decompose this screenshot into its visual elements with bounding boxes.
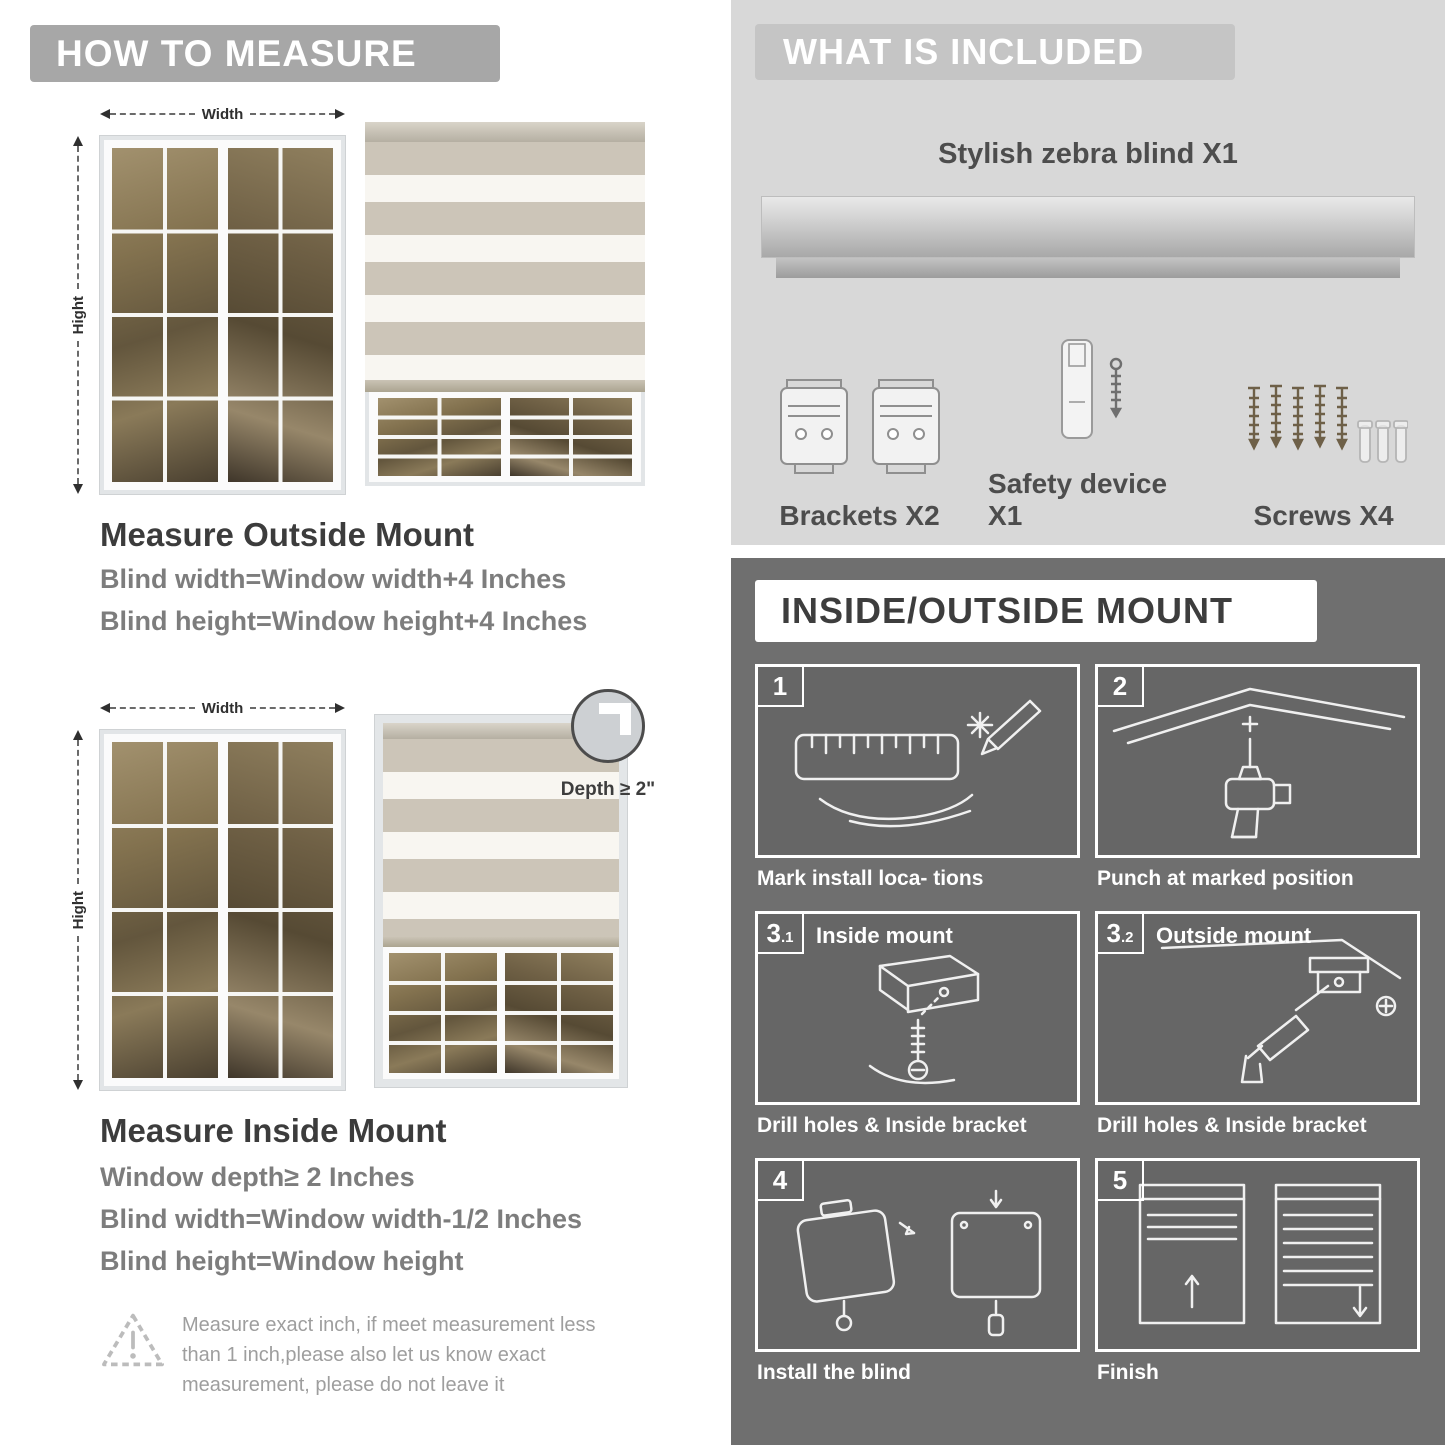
step-3-2-panel: 3.2 Outside mount [1095, 911, 1420, 1105]
inside-mount-line-2: Blind width=Window width-1/2 Inches [100, 1204, 583, 1234]
how-to-measure-section: HOW TO MEASURE Width Hight [0, 0, 720, 1445]
frame-corner-detail [599, 703, 631, 735]
screws-icon [1247, 384, 1408, 463]
step-1-caption: Mark install loca- tions [757, 867, 984, 890]
step-number: 3.1 [758, 914, 804, 954]
window-below-blind [365, 392, 645, 486]
inside-mount-line-1: Window depth≥ 2 Inches [100, 1162, 415, 1192]
step-4-panel: 4 [755, 1158, 1080, 1352]
window-illustration [100, 730, 345, 1090]
height-arrow: Hight [69, 136, 87, 495]
step-4-caption: Install the blind [757, 1361, 912, 1384]
step-4: 4 [755, 1158, 1080, 1385]
step-3-2: 3.2 Outside mount [1095, 911, 1420, 1138]
arrow-head-icon [335, 703, 346, 713]
finished-blinds-icon [1138, 1183, 1382, 1325]
depth-callout-label: Depth ≥ 2" [560, 779, 656, 800]
step-3-1: 3.1 Inside mount [755, 911, 1080, 1138]
step-1-panel: 1 [755, 664, 1080, 858]
step-3-1-caption: Drill holes & Inside bracket [757, 1114, 1027, 1137]
width-label: Width [201, 105, 244, 123]
step-3-1-title: Inside mount [816, 923, 953, 948]
width-label: Width [201, 699, 244, 717]
depth-magnifier-icon [571, 689, 645, 763]
window-sash [227, 148, 333, 482]
inside-bracket-screw-icon [868, 954, 980, 1085]
mount-steps-grid: 1 Mark install loca- tions [755, 664, 1420, 1385]
zebra-stripes [365, 142, 645, 380]
height-label: Hight [69, 890, 87, 930]
headrail-illustration [761, 196, 1415, 278]
screws-label: Screws X4 [1253, 500, 1394, 531]
screws-item: Screws X4 [1202, 320, 1445, 532]
window-frame [375, 715, 627, 1087]
arrow-head-icon [73, 730, 83, 740]
drill-icon [1112, 687, 1406, 839]
step-3-1-panel: 3.1 Inside mount [755, 911, 1080, 1105]
height-arrow: Hight [69, 730, 87, 1091]
blind-bottom-rail [365, 380, 645, 392]
step-number: 5 [1098, 1161, 1144, 1201]
step-5: 5 Finish [1095, 1158, 1420, 1385]
step-number: 3.2 [1098, 914, 1144, 954]
outside-mount-title: Measure Outside Mount [100, 516, 475, 553]
install-blind-icon [796, 1189, 1042, 1337]
outside-bracket-drill-icon [1160, 938, 1402, 1084]
height-label: Hight [69, 295, 87, 335]
arrow-head-icon [73, 136, 83, 146]
step-number: 1 [758, 667, 804, 707]
brackets-icon [779, 379, 940, 474]
arrow-head-icon [100, 703, 110, 713]
step-1: 1 Mark install loca- tions [755, 664, 1080, 891]
outside-mount-window-figure: Width Hight [69, 105, 346, 495]
ruler-marking-icon [794, 699, 1042, 828]
inside-mount-line-3: Blind height=Window height [100, 1246, 464, 1276]
step-5-panel: 5 [1095, 1158, 1420, 1352]
inside-mount-title: Measure Inside Mount [100, 1112, 447, 1149]
measurement-warning: Measure exact inch, if meet measurement … [100, 1310, 630, 1400]
included-items: Brackets X2 [731, 320, 1445, 532]
blind-quantity-label: Stylish zebra blind X1 [938, 138, 1238, 170]
outside-mount-line-1: Blind width=Window width+4 Inches [100, 564, 567, 594]
arrow-head-icon [73, 484, 83, 495]
mount-guide-section: INSIDE/OUTSIDE MOUNT 1 [731, 558, 1445, 1445]
step-number: 4 [758, 1161, 804, 1201]
window-below-blind [383, 947, 619, 1079]
blind-valance [383, 723, 619, 739]
right-column: WHAT IS INCLUDED Stylish zebra blind X1 [731, 0, 1445, 1445]
width-arrow: Width [100, 105, 346, 123]
safety-device-label: Safety device X1 [988, 468, 1168, 531]
brackets-label: Brackets X2 [779, 500, 940, 531]
inside-mount-window-figure: Width Hight [69, 699, 346, 1091]
how-to-measure-header: HOW TO MEASURE [30, 25, 500, 82]
window-sash [112, 148, 218, 482]
outside-mount-line-2: Blind height=Window height+4 Inches [100, 606, 588, 636]
warning-text: Measure exact inch, if meet measurement … [182, 1314, 596, 1396]
step-2-panel: 2 [1095, 664, 1420, 858]
step-3-2-title: Outside mount [1156, 923, 1312, 948]
warning-triangle-icon [102, 1313, 164, 1367]
outside-mount-blind-figure [365, 122, 645, 486]
window-illustration [100, 136, 345, 494]
step-3-2-caption: Drill holes & Inside bracket [1097, 1114, 1367, 1137]
blind-bottom-rail [383, 937, 619, 947]
what-is-included-header: WHAT IS INCLUDED [755, 24, 1235, 80]
step-2: 2 Punch at marked [1095, 664, 1420, 891]
safety-device-item: Safety device X1 [988, 320, 1202, 532]
arrow-head-icon [335, 109, 346, 119]
what-is-included-section: WHAT IS INCLUDED Stylish zebra blind X1 [731, 0, 1445, 545]
blind-valance [365, 122, 645, 142]
width-arrow: Width [100, 699, 346, 717]
step-5-caption: Finish [1097, 1361, 1159, 1384]
arrow-head-icon [100, 109, 110, 119]
brackets-item: Brackets X2 [731, 320, 988, 532]
step-2-caption: Punch at marked position [1097, 867, 1354, 890]
mount-guide-header: INSIDE/OUTSIDE MOUNT [755, 580, 1317, 642]
arrow-head-icon [73, 1080, 83, 1091]
zebra-stripes [383, 739, 619, 937]
inside-mount-blind-figure: Depth ≥ 2" [375, 689, 655, 1087]
safety-device-icon [1061, 339, 1123, 439]
step-number: 2 [1098, 667, 1144, 707]
